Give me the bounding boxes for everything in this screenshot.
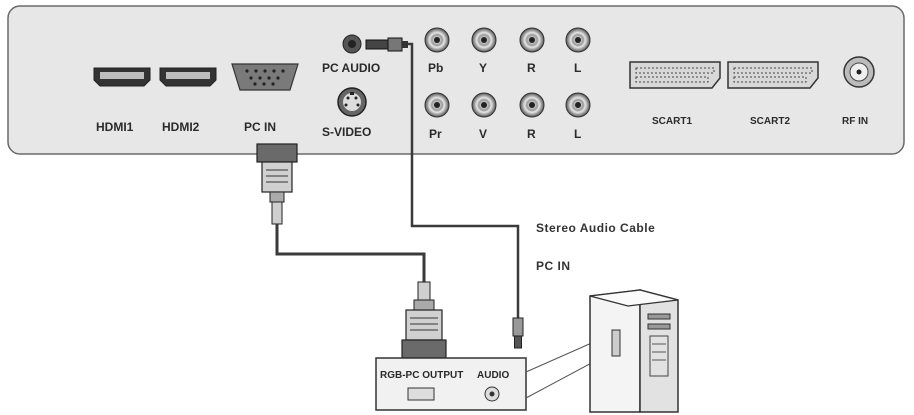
- pc-in-vga-port: [231, 63, 299, 91]
- r-bottom-label: R: [527, 127, 536, 141]
- scart1-port: [629, 61, 721, 89]
- hdmi2-port: [159, 67, 217, 87]
- hdmi1-label: HDMI1: [96, 120, 134, 134]
- audio-plug-tv-end: [365, 37, 408, 52]
- audio-plug-pc-end: [512, 317, 524, 349]
- s-video-label: S-VIDEO: [322, 125, 371, 139]
- audio-label: AUDIO: [477, 370, 509, 381]
- rf-in-port: [843, 56, 875, 88]
- hdmi2-label: HDMI2: [162, 120, 200, 134]
- rgb-pc-output-label: RGB-PC OUTPUT: [380, 370, 463, 381]
- vga-plug-pc-end: [401, 281, 447, 359]
- vga-cable: [275, 224, 426, 282]
- pc-tower: [589, 289, 679, 413]
- tv-back-panel: [7, 5, 905, 155]
- stereo-audio-cable: [408, 42, 520, 318]
- pc-audio-jack: [342, 34, 362, 54]
- hdmi1-port: [93, 67, 151, 87]
- vga-plug-tv-end: [256, 143, 298, 225]
- pc-audio-label: PC AUDIO: [322, 61, 380, 75]
- pc-in-annotation: PC IN: [536, 259, 571, 273]
- stereo-audio-cable-label: Stereo Audio Cable: [536, 221, 655, 235]
- pc-in-panel-label: PC IN: [244, 120, 276, 134]
- v-label: V: [479, 127, 487, 141]
- pr-label: Pr: [429, 127, 442, 141]
- scart1-label: SCART1: [652, 116, 692, 127]
- r-top-label: R: [527, 61, 536, 75]
- l-top-label: L: [574, 61, 581, 75]
- scart2-port: [727, 61, 819, 89]
- scart2-label: SCART2: [750, 116, 790, 127]
- s-video-port: [337, 87, 367, 117]
- rf-in-label: RF IN: [842, 116, 868, 127]
- l-bottom-label: L: [574, 127, 581, 141]
- pc-output-panel: [375, 357, 527, 411]
- pb-label: Pb: [428, 61, 443, 75]
- y-label: Y: [479, 61, 487, 75]
